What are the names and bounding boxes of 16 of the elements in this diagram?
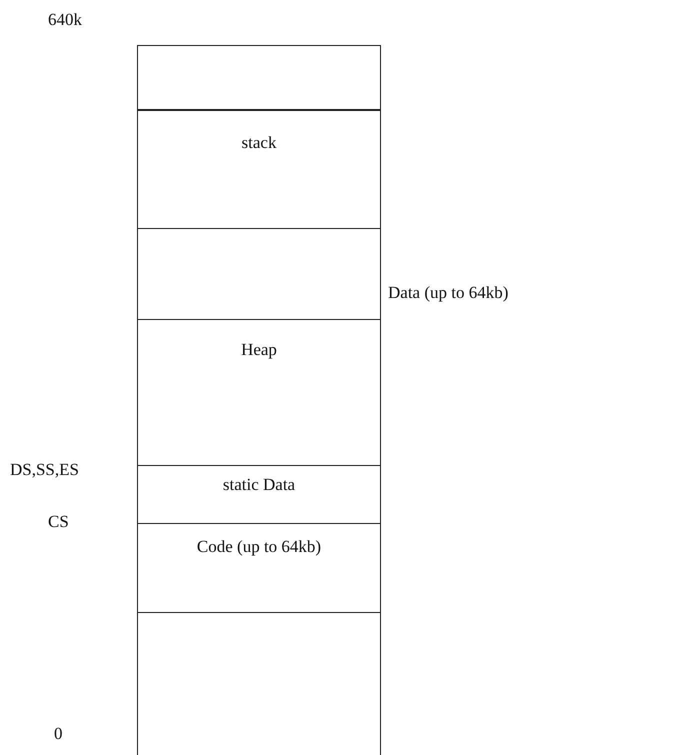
address-label: 640k bbox=[48, 10, 82, 30]
address-label: CS bbox=[48, 512, 69, 532]
memory-segment bbox=[137, 228, 381, 320]
address-label: 0 bbox=[54, 724, 62, 744]
memory-segment bbox=[137, 523, 381, 613]
segment-label: Heap bbox=[240, 340, 278, 360]
memory-segment bbox=[137, 612, 381, 755]
segment-label: Code (up to 64kb) bbox=[196, 537, 322, 557]
memory-segment bbox=[137, 45, 381, 110]
segment-label: static Data bbox=[222, 475, 296, 495]
memory-segment bbox=[137, 110, 381, 229]
memory-segment bbox=[137, 319, 381, 466]
address-label: DS,SS,ES bbox=[10, 460, 79, 480]
address-label: Data (up to 64kb) bbox=[388, 283, 508, 303]
memory-segment bbox=[137, 465, 381, 524]
segment-label: stack bbox=[240, 133, 278, 153]
